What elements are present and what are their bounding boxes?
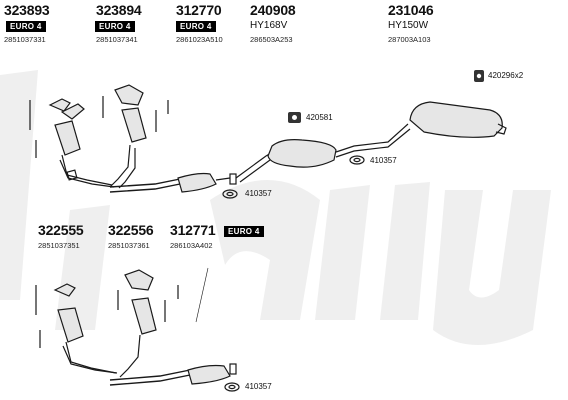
lambda-sensors <box>29 96 179 348</box>
part-number-label: 231046 <box>388 2 434 18</box>
oem-reference: 287003A103 <box>388 35 431 44</box>
watermark-logo <box>0 70 551 345</box>
mount-callout: 420581 <box>306 113 333 122</box>
part-number-label: 322556 <box>108 222 154 238</box>
euro4-badge: EURO 4 <box>224 226 264 237</box>
ring-callout: 410357 <box>245 382 272 391</box>
oem-reference: 286503A253 <box>250 35 293 44</box>
rear-silencer-231046 <box>409 101 507 138</box>
part-number-label: 240908 <box>250 2 296 18</box>
mount-icon-mid <box>288 112 301 123</box>
hanger-callout: 420296x2 <box>488 71 524 80</box>
oem-reference: 2851037351 <box>38 241 80 250</box>
oem-reference: 2851037361 <box>108 241 150 250</box>
manifold-322556 <box>119 269 157 378</box>
exhaust-system-drawing <box>29 84 507 386</box>
part-number-label: 323894 <box>96 2 142 18</box>
mid-silencer-240908 <box>235 123 411 183</box>
euro4-badge: EURO 4 <box>6 21 46 32</box>
ring-icon-top-left <box>222 189 238 199</box>
catalyst-312771 <box>109 363 237 386</box>
part-code: HY168V <box>250 20 288 31</box>
ring-callout: 410357 <box>245 189 272 198</box>
part-number-label: 312771 <box>170 222 216 238</box>
oem-reference: 286103A402 <box>170 241 213 250</box>
ring-icon-mid <box>349 155 365 165</box>
oem-reference: 2861023A510 <box>176 35 223 44</box>
oem-reference: 2851037341 <box>96 35 138 44</box>
manifold-322555 <box>53 283 118 374</box>
hanger-icon-top-right <box>474 70 484 82</box>
part-number-label: 312770 <box>176 2 222 18</box>
euro4-badge: EURO 4 <box>95 21 135 32</box>
oem-reference: 2851037331 <box>4 35 46 44</box>
part-code: HY150W <box>388 20 429 31</box>
part-number-label: 322555 <box>38 222 84 238</box>
ring-callout: 410357 <box>370 156 397 165</box>
manifold-323893 <box>48 98 115 188</box>
part-number-label: 323893 <box>4 2 50 18</box>
ring-icon-bottom <box>224 382 240 392</box>
manifold-323894 <box>109 84 147 189</box>
catalyst-312770 <box>109 172 237 193</box>
euro4-badge: EURO 4 <box>176 21 216 32</box>
